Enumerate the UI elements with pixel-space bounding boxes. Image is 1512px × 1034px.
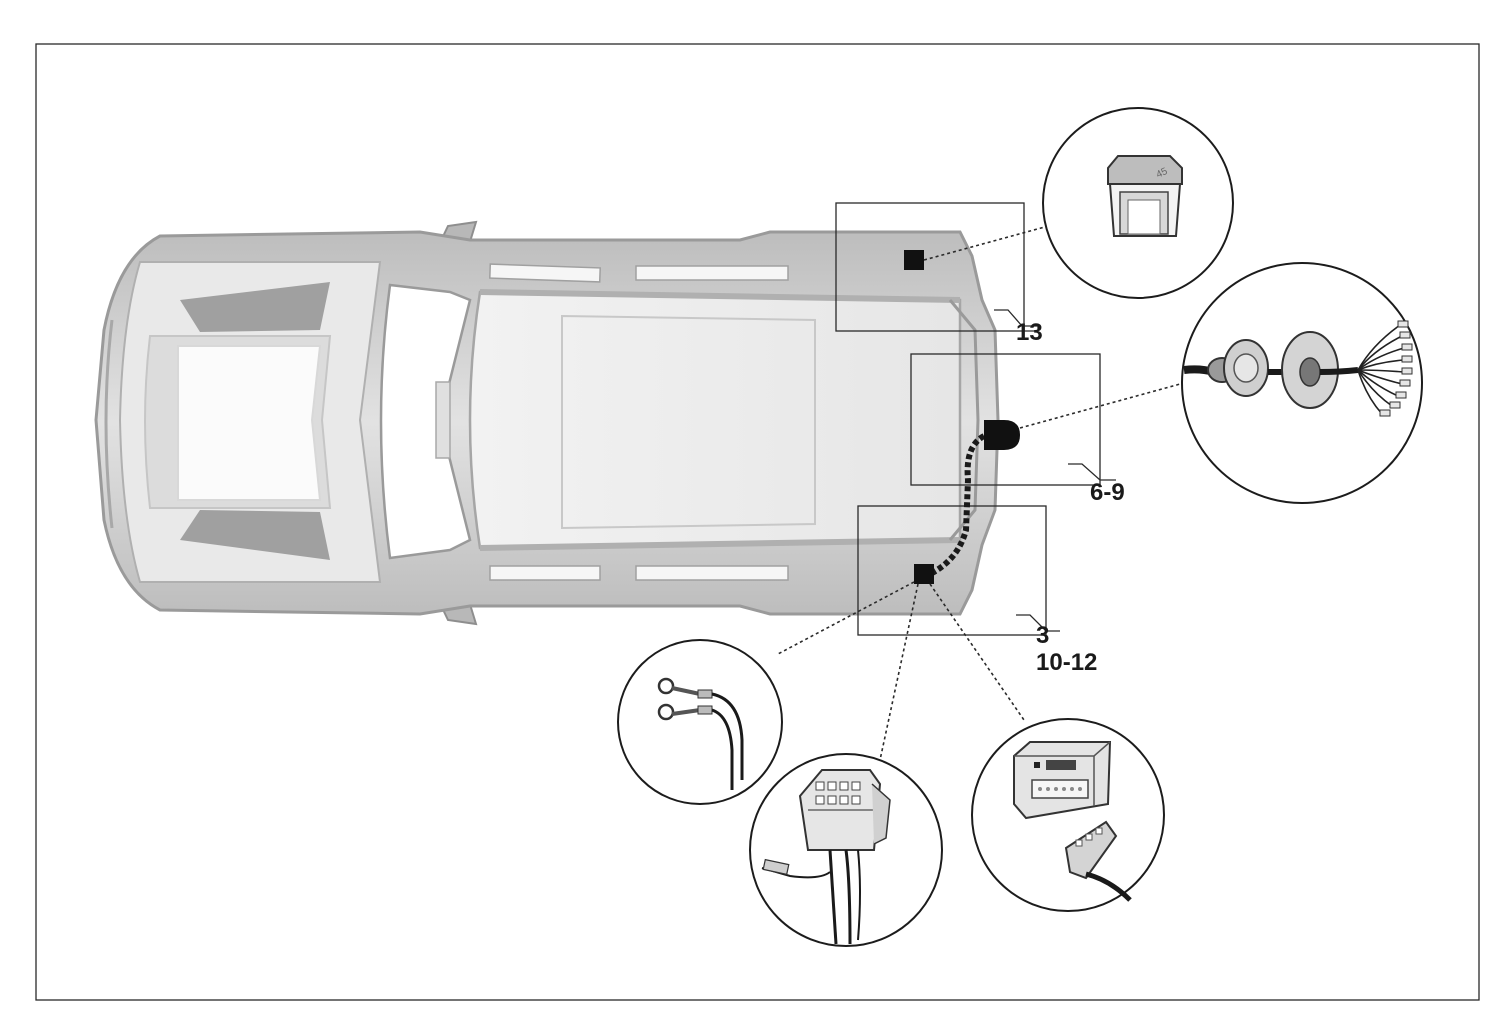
- zone-middle-label: 6-9: [1090, 479, 1125, 506]
- trailer-socket-with-grommet-icon: [1181, 262, 1423, 504]
- rear-light-strip: [435, 381, 451, 459]
- fuse-location-marker: [904, 250, 924, 270]
- windshield: [379, 283, 472, 560]
- zone-front-label: 13: [1016, 319, 1043, 346]
- ground-ring-terminals-icon: [617, 639, 783, 805]
- roof-rail-top: [479, 289, 961, 303]
- roof-panel: [561, 314, 816, 530]
- roof-rail-bottom: [479, 537, 961, 551]
- side-window-2: [635, 265, 789, 281]
- zone-front: [835, 202, 1039, 332]
- hood-vent-bottom: [180, 510, 330, 560]
- fuse-icon: 45: [1042, 107, 1234, 299]
- zone-rear-label-a: 3: [1036, 622, 1049, 649]
- svg-text:45: 45: [1155, 166, 1170, 181]
- zone-rear-label-b: 10-12: [1036, 649, 1097, 676]
- side-window-1: [489, 263, 601, 283]
- diagram-frame: [35, 43, 1480, 1001]
- zone-middle: [910, 353, 1116, 486]
- leader-socket: [1019, 377, 1203, 429]
- car-top-view: [94, 220, 1000, 626]
- leader-ground: [777, 581, 915, 655]
- control-module-with-cable-icon: [971, 718, 1165, 912]
- socket-location-marker: [984, 420, 1020, 450]
- side-window-3: [489, 565, 601, 581]
- leader-fuse: [923, 224, 1053, 261]
- hood-vent-top: [180, 282, 330, 332]
- front-bumper: [104, 319, 114, 529]
- module-location-marker: [914, 564, 934, 584]
- hood-panel-inner: [177, 345, 322, 501]
- leader-connector: [879, 583, 919, 761]
- zone-rear: [857, 505, 1060, 636]
- roof: [468, 290, 962, 550]
- vehicle-wiring-connector-icon: [749, 753, 943, 947]
- side-window-4: [635, 565, 789, 581]
- wiring-harness-route: [928, 433, 986, 577]
- leader-module: [929, 583, 1025, 721]
